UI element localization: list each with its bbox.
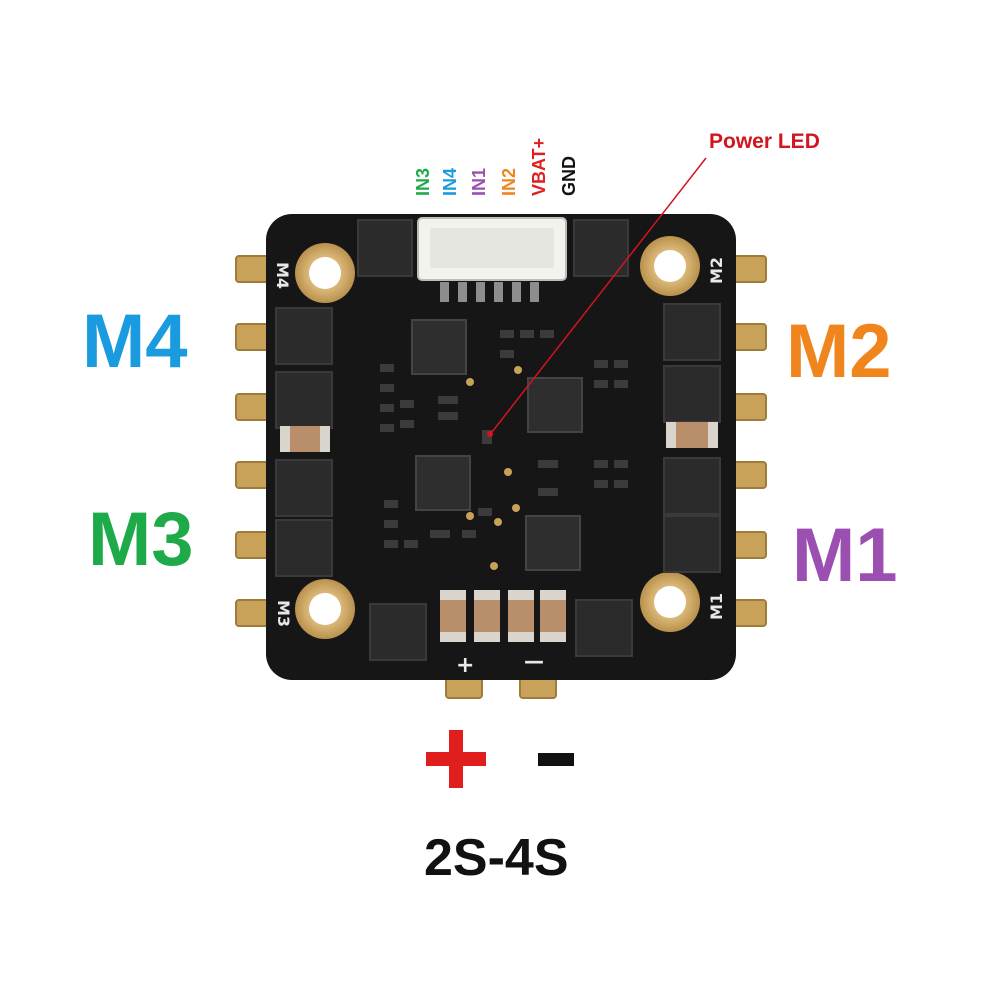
silk-plus: + — [456, 653, 474, 678]
pin-label-in4: IN4 — [440, 167, 460, 196]
side-capacitors — [280, 422, 718, 452]
silk-m3: M3 — [274, 600, 293, 627]
silk-minus: — — [524, 649, 544, 673]
power-led-callout: Power LED — [709, 130, 820, 153]
voltage-range-label: 2S-4S — [424, 829, 569, 887]
passive-components — [380, 330, 628, 548]
pcb-board — [266, 214, 736, 680]
pin-label-vbat-plus: VBAT+ — [529, 137, 549, 196]
pin-label-in1: IN1 — [469, 167, 489, 196]
plus-symbol — [426, 730, 486, 788]
silk-m4: M4 — [273, 262, 292, 289]
pin-label-in3: IN3 — [413, 167, 433, 196]
motor-label-m1: M1 — [792, 513, 898, 598]
silk-m1: M1 — [707, 593, 726, 620]
controller-chips — [411, 319, 583, 571]
callout-arrow — [487, 157, 707, 437]
silk-m2: M2 — [707, 257, 726, 284]
vias — [466, 366, 522, 570]
mounting-holes — [295, 236, 700, 639]
motor-label-m4: M4 — [82, 299, 188, 384]
motor-label-m2: M2 — [786, 309, 892, 394]
bulk-capacitors — [440, 590, 566, 642]
pin-label-in2: IN2 — [499, 167, 519, 196]
pin-label-gnd: GND — [559, 156, 579, 196]
signal-connector — [417, 217, 567, 302]
minus-symbol — [538, 753, 574, 766]
mosfets — [275, 219, 721, 661]
motor-label-m3: M3 — [88, 497, 194, 582]
